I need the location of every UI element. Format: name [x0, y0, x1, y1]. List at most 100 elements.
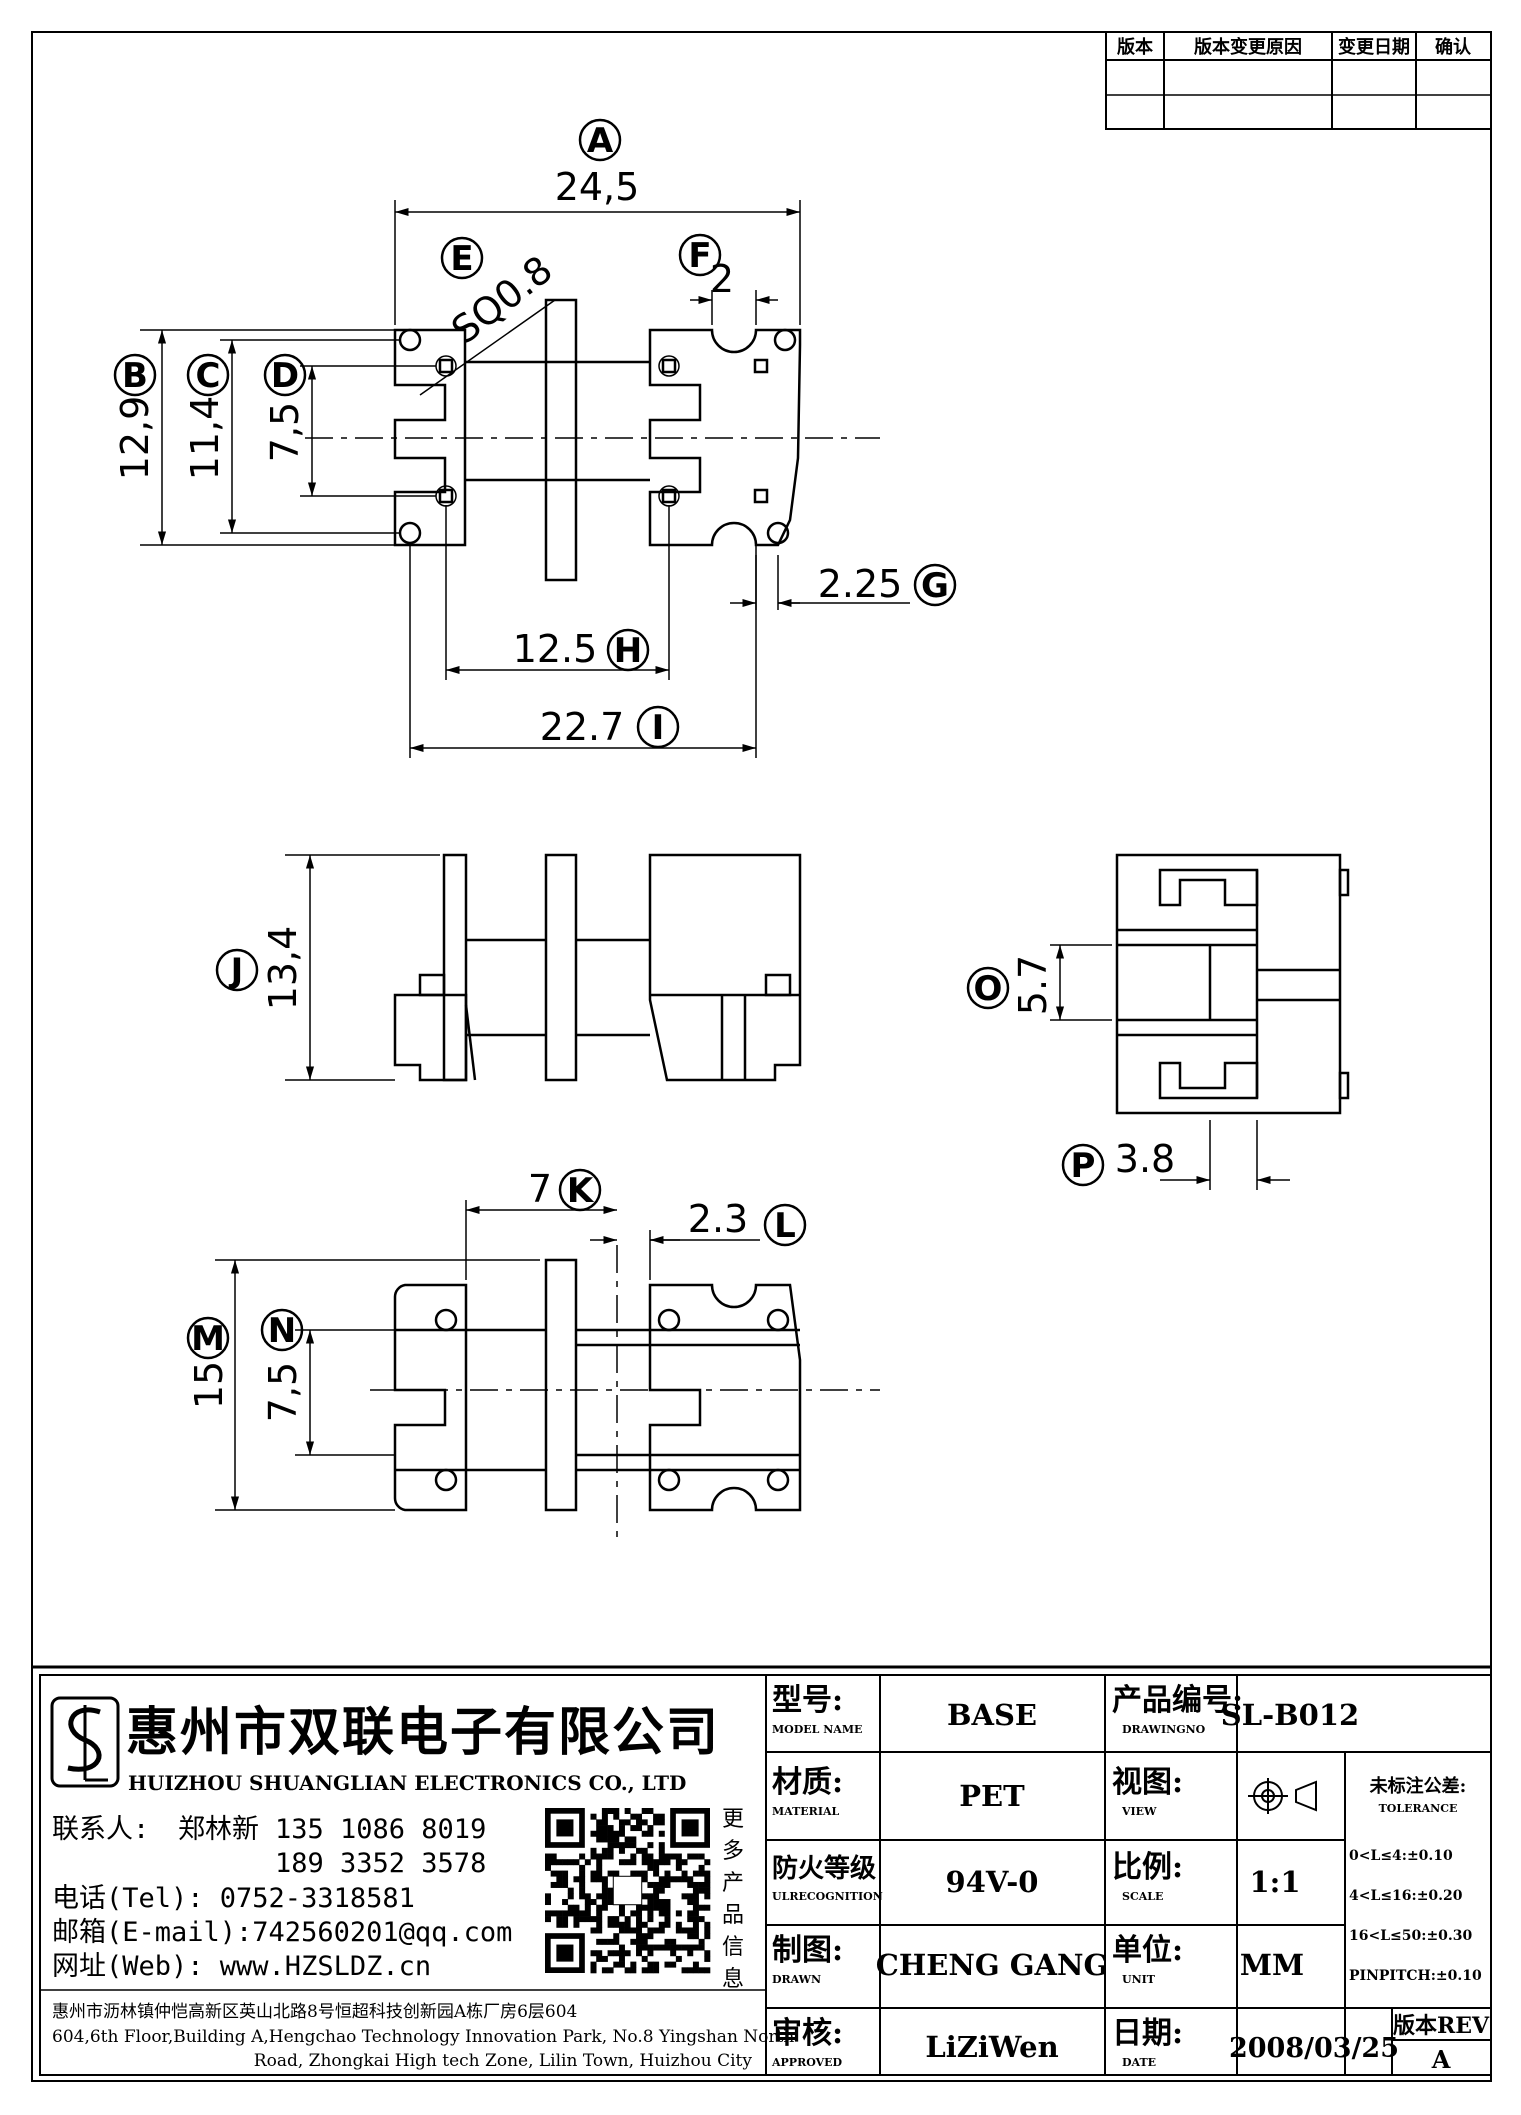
- scale-value: 1:1: [1249, 1865, 1300, 1899]
- fire-rating-label-en: ULRECOGNITION: [772, 1890, 883, 1903]
- address-en-line-1: 604,6th Floor,Building A,Hengchao Techno…: [52, 2027, 794, 2047]
- dim-A-value: 24,5: [555, 165, 640, 209]
- dimension-label-letters: A B C D E F G H I J K L M N O P: [122, 121, 1095, 1359]
- drawn-label-en: DRAWN: [772, 1973, 821, 1986]
- label-M: M: [191, 1319, 225, 1359]
- projection-symbol-icon: [1248, 1778, 1317, 1814]
- date-label-en: DATE: [1122, 2056, 1156, 2069]
- dim-K-value: 7: [528, 1167, 552, 1211]
- label-D: D: [271, 356, 299, 396]
- bottom-view: [370, 1245, 880, 1545]
- view-label: 视图:: [1112, 1765, 1183, 1800]
- revision-value: A: [1431, 2045, 1451, 2074]
- label-N: N: [268, 1311, 296, 1351]
- dim-H-value: 12.5: [513, 627, 598, 671]
- address-cn: 惠州市沥林镇仲恺高新区英山北路8号恒超科技创新园A栋厂房6层604: [52, 2002, 577, 2022]
- bottom-view-dimensions: [215, 1200, 760, 1511]
- drawing-no-label-en: DRAWINGNO: [1122, 1723, 1206, 1736]
- label-J: J: [229, 951, 244, 991]
- label-A: A: [587, 121, 614, 161]
- label-G: G: [921, 566, 949, 606]
- label-C: C: [196, 356, 221, 396]
- company-name-cn: 惠州市双联电子有限公司: [126, 1702, 720, 1763]
- dim-L-value: 2.3: [688, 1197, 748, 1241]
- dim-G-value: 2.25: [818, 562, 903, 606]
- rev-header-confirm: 确认: [1435, 36, 1472, 58]
- dim-B-value: 12,9: [113, 396, 157, 481]
- label-I: I: [652, 708, 665, 748]
- dimension-labels: [113, 118, 1105, 1360]
- fire-rating-value: 94V-0: [946, 1865, 1039, 1899]
- material-label: 材质:: [772, 1765, 843, 1800]
- contact-name: 郑林新: [178, 1814, 259, 1845]
- tolerance-label: 未标注公差:: [1370, 1775, 1467, 1797]
- label-E: E: [450, 239, 473, 279]
- tolerance-line-1: 0<L≤4:±0.10: [1349, 1848, 1453, 1864]
- label-F: F: [688, 236, 711, 276]
- tolerance-line-3: 16<L≤50:±0.30: [1349, 1928, 1473, 1944]
- date-value: 2008/03/25: [1229, 2033, 1399, 2064]
- top-view-dimensions: [140, 200, 910, 758]
- contact-email: 邮箱(E-mail):742560201@qq.com: [52, 1917, 512, 1948]
- scale-label: 比例:: [1112, 1850, 1183, 1885]
- sheet-border: [31, 31, 1492, 2082]
- contact-web: 网址(Web): www.HZSLDZ.cn: [52, 1951, 431, 1982]
- label-P: P: [1071, 1146, 1096, 1186]
- revision-table: 版本 版本变更原因 变更日期 确认: [1105, 31, 1492, 130]
- rev-header-date: 变更日期: [1338, 36, 1410, 58]
- model-label-en: MODEL NAME: [772, 1723, 862, 1736]
- label-K: K: [567, 1171, 595, 1211]
- dimension-values: 24,5 12,9 11,4 7,5 SQ0.8 2 2.25 12.5 22.…: [113, 165, 1175, 1422]
- approved-value: LiZiWen: [925, 2030, 1058, 2064]
- unit-label: 单位:: [1112, 1933, 1183, 1968]
- model-label: 型号:: [772, 1683, 843, 1718]
- front-view-dimensions: [285, 854, 440, 1081]
- label-B: B: [122, 356, 148, 396]
- drawing-no-label: 产品编号:: [1112, 1683, 1243, 1718]
- scale-label-en: SCALE: [1122, 1890, 1163, 1903]
- dim-M-value: 15: [187, 1361, 231, 1409]
- dim-J-value: 13,4: [261, 926, 305, 1011]
- qr-code: [545, 1808, 711, 1974]
- company-name-en: HUIZHOU SHUANGLIAN ELECTRONICS CO., LTD: [128, 1771, 686, 1795]
- unit-label-en: UNIT: [1122, 1973, 1156, 1986]
- top-view: [305, 298, 880, 582]
- address-en-line-2: Road, Zhongkai High tech Zone, Lilin Tow…: [254, 2051, 753, 2071]
- drawing-no-value: SL-B012: [1221, 1698, 1359, 1732]
- contact-tel: 电话(Tel): 0752-3318581: [52, 1883, 415, 1914]
- dim-N-value: 7,5: [261, 1362, 305, 1422]
- approved-label-en: APPROVED: [771, 2056, 843, 2069]
- view-label-en: VIEW: [1121, 1805, 1157, 1818]
- dim-I-value: 22.7: [540, 705, 625, 749]
- more-info-vertical: 更多产品信息: [722, 1807, 744, 1992]
- tolerance-label-en: TOLERANCE: [1379, 1802, 1458, 1815]
- rev-header-version: 版本: [1117, 36, 1153, 58]
- unit-value: MM: [1240, 1948, 1304, 1982]
- drawn-value: CHENG GANG: [876, 1948, 1109, 1982]
- title-block: 惠州市双联电子有限公司 HUIZHOU SHUANGLIAN ELECTRONI…: [32, 1665, 1492, 2076]
- dim-D-value: 7,5: [263, 402, 307, 462]
- front-view: [393, 853, 802, 1082]
- label-O: O: [974, 969, 1003, 1009]
- label-H: H: [614, 631, 642, 671]
- rev-header-reason: 版本变更原因: [1194, 36, 1302, 58]
- drawn-label: 制图:: [772, 1933, 843, 1968]
- contact-phone-1: 135 1086 8019: [275, 1814, 486, 1845]
- dim-O-value: 5.7: [1011, 955, 1055, 1015]
- dim-P-value: 3.8: [1115, 1137, 1175, 1181]
- model-value: BASE: [947, 1698, 1037, 1732]
- side-view-dimensions: [1050, 944, 1290, 1190]
- approved-label: 审核:: [772, 2016, 843, 2051]
- tolerance-line-2: 4<L≤16:±0.20: [1349, 1888, 1463, 1904]
- contact-phone-2: 189 3352 3578: [275, 1848, 486, 1879]
- material-value: PET: [959, 1779, 1025, 1813]
- contact-label: 联系人:: [52, 1814, 149, 1845]
- tolerance-line-4: PINPITCH:±0.10: [1349, 1968, 1482, 1984]
- dim-C-value: 11,4: [183, 396, 227, 481]
- fire-rating-label: 防火等级: [772, 1853, 876, 1884]
- material-label-en: MATERIAL: [772, 1805, 840, 1818]
- label-L: L: [774, 1206, 796, 1246]
- company-logo: [50, 1696, 120, 1788]
- side-view: [1115, 853, 1350, 1115]
